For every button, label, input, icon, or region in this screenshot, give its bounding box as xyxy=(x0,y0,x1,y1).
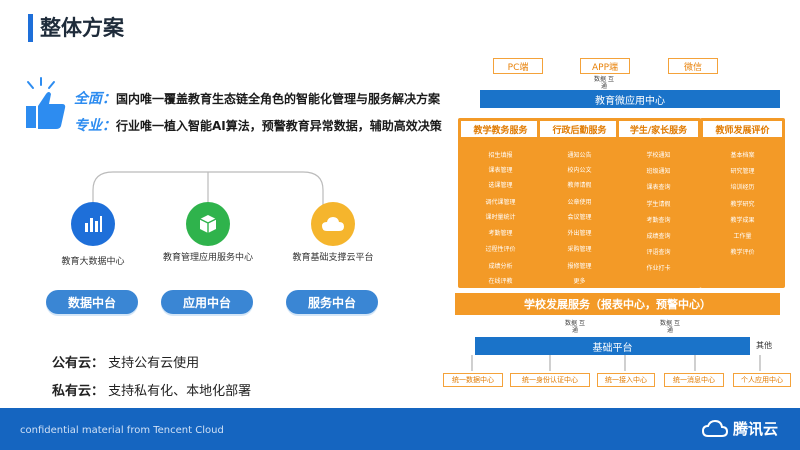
column-item: 工作量 xyxy=(733,233,752,240)
column-item: 外出管理 xyxy=(567,230,592,237)
column-head: 行政后勤服务 xyxy=(540,121,619,137)
column-item: 采购管理 xyxy=(567,246,592,253)
column-item: 招生填报 xyxy=(488,152,513,159)
cloud-key: 私有云： xyxy=(52,384,105,399)
node-label-data: 教育大数据中心 xyxy=(61,257,125,267)
base-item: 统一数据中心 xyxy=(443,373,503,387)
hub-label-right: 数据 互通 xyxy=(660,320,680,334)
tencent-cloud-logo-icon xyxy=(701,419,728,437)
cloud-key: 公有云： xyxy=(52,356,105,371)
cloud-text: 支持公有云使用 xyxy=(108,356,200,371)
column-item: 学生请假 xyxy=(646,201,671,208)
column-teacher: 教师发展评价 基本档案 研究管理 培训经历 教学研究 教学成果 工作量 教学评价 xyxy=(700,118,785,288)
wechat-endpoint: 微信 xyxy=(668,58,718,74)
footer: confidential material from Tencent Cloud… xyxy=(0,408,800,450)
column-student: 学生/家长服务 学校通知 班级通知 课表查询 学生请假 考勤查询 成绩查询 评语… xyxy=(616,118,701,288)
highlight-key: 全面： xyxy=(74,91,116,107)
column-item: 公章使用 xyxy=(567,199,592,206)
data-platform-button[interactable]: 数据中台 xyxy=(46,290,138,314)
private-cloud-line: 私有云： 支持私有化、本地化部署 xyxy=(52,380,251,399)
column-item: 课时量统计 xyxy=(485,214,516,221)
column-item: 考勤查询 xyxy=(646,217,671,224)
highlight-text: 行业唯一植入智能AI算法，预警教育异常数据，辅助高效决策 xyxy=(116,119,442,133)
column-item: 通知公告 xyxy=(567,152,592,159)
cloud-text: 支持私有化、本地化部署 xyxy=(108,384,252,399)
service-platform-button[interactable]: 服务中台 xyxy=(286,290,378,314)
base-connectors xyxy=(471,355,761,371)
cube-icon xyxy=(186,202,230,246)
cloud-icon xyxy=(311,202,355,246)
column-item: 考勤管理 xyxy=(488,230,513,237)
column-head: 学生/家长服务 xyxy=(619,121,698,137)
base-item: 统一消息中心 xyxy=(664,373,724,387)
column-item: 教师请假 xyxy=(567,182,592,189)
node-label-service: 教育基础支撑云平台 xyxy=(292,253,374,263)
column-item: 作业打卡 xyxy=(646,265,671,272)
column-item: 评语查询 xyxy=(646,249,671,256)
base-item: 统一身份认证中心 xyxy=(510,373,590,387)
thumbs-up-icon xyxy=(26,77,66,129)
column-admin: 行政后勤服务 通知公告 校内公文 教师请假 公章使用 会议管理 外出管理 采购管… xyxy=(537,118,622,288)
app-platform-button[interactable]: 应用中台 xyxy=(161,290,253,314)
public-cloud-line: 公有云： 支持公有云使用 xyxy=(52,352,199,371)
other-label: 其他 xyxy=(756,341,772,350)
column-item: 基本档案 xyxy=(730,152,755,159)
highlight-professional: 专业：行业唯一植入智能AI算法，预警教育异常数据，辅助高效决策 xyxy=(74,115,442,135)
column-head: 教学教务服务 xyxy=(461,121,540,137)
app-endpoint: APP端 xyxy=(580,58,630,74)
base-item: 个人应用中心 xyxy=(733,373,791,387)
base-item: 统一接入中心 xyxy=(597,373,655,387)
column-head: 教师发展评价 xyxy=(703,121,782,137)
column-item: 教学成果 xyxy=(730,217,755,224)
node-label-app: 教育管理应用服务中心 xyxy=(162,253,253,263)
column-item: 学校通知 xyxy=(646,152,671,159)
brand-logo: 腾讯云 xyxy=(701,418,778,439)
hub-label-mid: 数据 互通 xyxy=(565,320,585,334)
column-item: 课表查询 xyxy=(646,184,671,191)
highlight-text: 国内唯一覆盖教育生态链全角色的智能化管理与服务解决方案 xyxy=(116,92,441,106)
highlight-key: 专业： xyxy=(74,118,116,134)
confidential-note: confidential material from Tencent Cloud xyxy=(20,425,224,436)
column-item: 选课管理 xyxy=(488,182,513,189)
school-development-bar: 学校发展服务（报表中心，预警中心） xyxy=(455,293,780,315)
column-item: 教学研究 xyxy=(730,201,755,208)
column-item: 会议管理 xyxy=(567,214,592,221)
column-item: 报修管理 xyxy=(567,263,592,270)
column-item: 更多 xyxy=(573,278,586,285)
column-item: 班级通知 xyxy=(646,168,671,175)
base-platform-banner: 基础平台 xyxy=(475,337,750,355)
title-accent-bar xyxy=(28,14,33,42)
column-item: 研究管理 xyxy=(730,168,755,175)
column-item: 教学评价 xyxy=(730,249,755,256)
column-item: 培训经历 xyxy=(730,184,755,191)
micro-app-center-banner: 教育微应用中心 xyxy=(480,90,780,108)
page-title: 整体方案 xyxy=(40,16,124,40)
column-item: 成绩查询 xyxy=(646,233,671,240)
pc-endpoint: PC端 xyxy=(493,58,543,74)
column-item: 调代课管理 xyxy=(485,199,516,206)
column-item: 课表管理 xyxy=(488,167,513,174)
column-item: 过程性评价 xyxy=(485,246,516,253)
connector-arc xyxy=(92,171,324,206)
bar-chart-icon xyxy=(71,202,115,246)
column-teaching: 教学教务服务 招生填报 课表管理 选课管理 调代课管理 课时量统计 考勤管理 过… xyxy=(458,118,543,288)
column-item: 校内公文 xyxy=(567,167,592,174)
hub-label-top: 数据 互通 xyxy=(594,76,614,90)
highlight-comprehensive: 全面：国内唯一覆盖教育生态链全角色的智能化管理与服务解决方案 xyxy=(74,88,440,108)
column-item: 在线评教 xyxy=(488,278,513,285)
brand-name: 腾讯云 xyxy=(732,420,778,438)
column-item: 成绩分析 xyxy=(488,263,513,270)
